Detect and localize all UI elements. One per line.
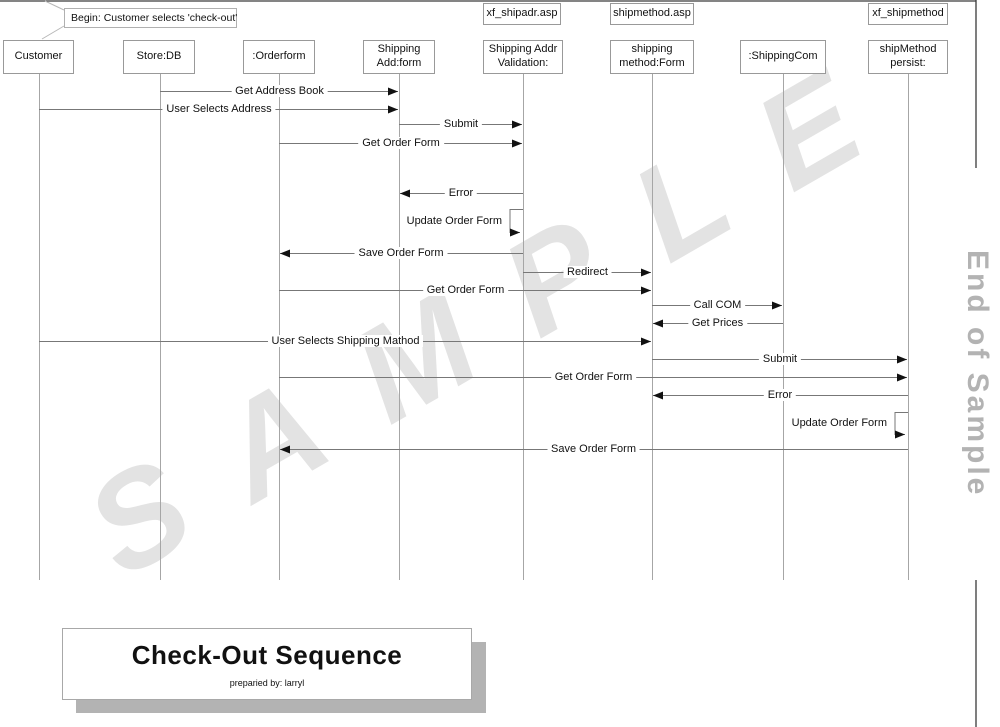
self-message-line [509, 209, 523, 237]
end-of-sample-watermark: End of Sample [952, 168, 994, 580]
lifeline-lines [39, 74, 909, 580]
note-leader-lines [41, 0, 65, 40]
message-arrows [39, 87, 908, 454]
self-message-line [894, 412, 908, 439]
diagram-title: Check-Out Sequence [131, 640, 403, 670]
note-leader-line [41, 25, 65, 40]
title-block: Check-Out Sequence preparied by: larryl [62, 628, 472, 700]
prepared-by-label: preparied by: larryl [229, 678, 305, 688]
note-leader-line [44, 0, 65, 11]
